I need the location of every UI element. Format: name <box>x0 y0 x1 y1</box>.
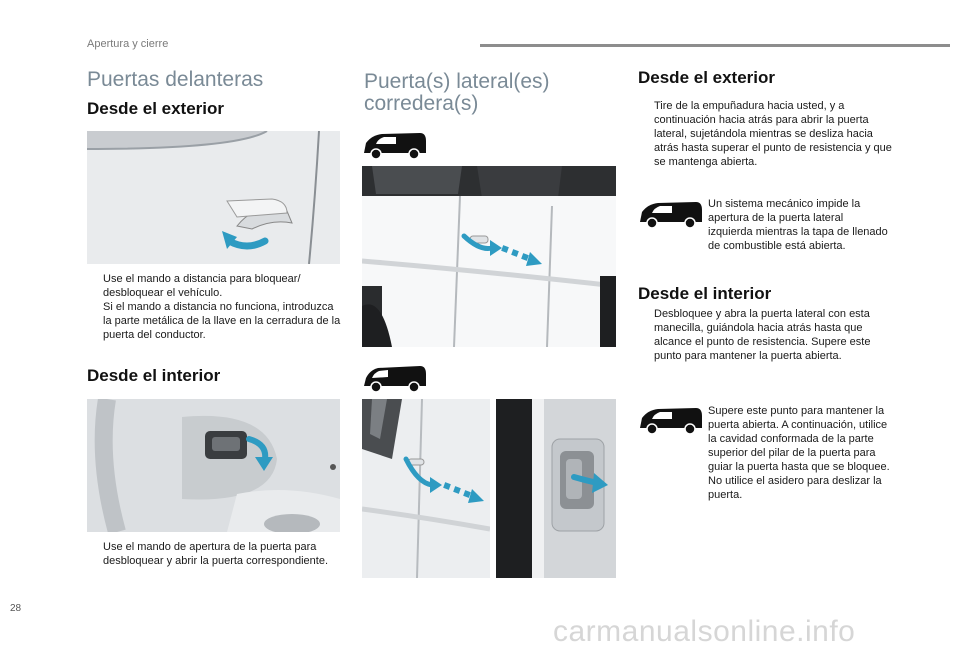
fuel-flap-note: Un sistema mecánico impide la apertura d… <box>708 198 888 252</box>
right-interior-bullets: Desbloquee y abra la puerta lateral con … <box>638 307 898 363</box>
van-long-icon <box>638 200 704 230</box>
right-exterior-bullets: Tire de la empuñadura hacia usted, y a c… <box>638 99 898 169</box>
page-number: 28 <box>10 603 22 614</box>
door-lock-note-text: Supere este punto para mantener la puert… <box>708 405 890 473</box>
sliding-doors-title-line1: Puerta(s) lateral(es) <box>364 70 550 93</box>
sliding-door-inner-handle-image <box>496 399 616 578</box>
right-interior-heading: Desde el interior <box>638 284 772 303</box>
section-header: Apertura y cierre <box>87 38 169 50</box>
list-item: Si el mando a distancia no funciona, int… <box>103 301 341 341</box>
sliding-doors-title-line2: corredera(s) <box>364 92 479 115</box>
watermark: carmanualsonline.info <box>553 615 856 648</box>
list-item: Use el mando de apertura de la puerta pa… <box>103 541 329 567</box>
left-interior-bullets: Use el mando de apertura de la puerta pa… <box>87 540 345 568</box>
van-short-icon <box>362 364 428 394</box>
grab-handle-warning: No utilice el asidero para deslizar la p… <box>708 475 882 501</box>
left-exterior-heading: Desde el exterior <box>87 99 225 118</box>
left-interior-heading: Desde el interior <box>87 366 221 385</box>
door-lock-note: Supere este punto para mantener la puert… <box>708 404 893 502</box>
header-rule <box>480 44 950 47</box>
front-doors-title: Puertas delanteras <box>87 68 264 91</box>
van-long-icon <box>362 131 428 161</box>
list-item: Use el mando a distancia para bloquear/ … <box>103 273 301 299</box>
front-door-exterior-image <box>87 131 340 264</box>
sliding-door-handle-image <box>362 399 490 578</box>
sliding-door-exterior-image <box>362 166 616 347</box>
list-item: Desbloquee y abra la puerta lateral con … <box>654 308 871 362</box>
left-exterior-bullets: Use el mando a distancia para bloquear/ … <box>87 272 345 342</box>
front-door-interior-image <box>87 399 340 532</box>
right-exterior-heading: Desde el exterior <box>638 68 776 87</box>
van-long-icon <box>638 406 704 436</box>
list-item: Tire de la empuñadura hacia usted, y a c… <box>654 100 892 168</box>
